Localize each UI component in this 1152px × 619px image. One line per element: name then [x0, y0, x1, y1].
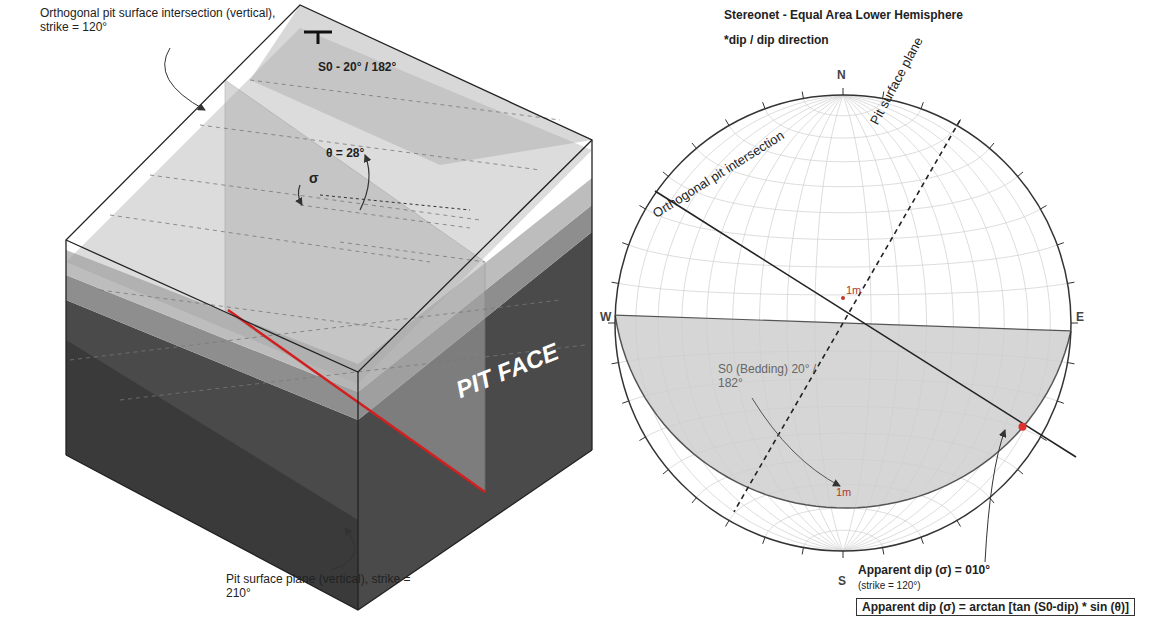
tick-mark [692, 143, 696, 148]
label: Orthogonal pit surface intersection (ver… [40, 6, 280, 35]
tick-mark [1068, 282, 1075, 283]
tick-mark [1040, 206, 1046, 210]
label: S [838, 574, 846, 588]
tick-mark [663, 470, 668, 474]
tick-mark [612, 363, 619, 364]
tick-mark [1018, 470, 1023, 474]
tick-mark [612, 282, 619, 283]
net-grid-line [668, 433, 1017, 469]
net-grid-line [629, 245, 1057, 267]
tick-mark [639, 206, 645, 210]
label: *dip / dip direction [724, 33, 829, 47]
net-grid-line [646, 209, 1041, 240]
net-grid-line [729, 484, 957, 520]
net-grid-line [619, 283, 1068, 295]
tick-mark [663, 172, 668, 176]
tick-mark [639, 437, 645, 441]
label: E [1076, 310, 1084, 324]
net-grid-line [629, 379, 1057, 401]
tick-mark [921, 102, 923, 109]
tick-mark [843, 88, 844, 95]
net-grid-line [646, 407, 1041, 438]
tick-mark [1018, 172, 1023, 176]
formula-box: Apparent dip (σ) = arctan [tan (S0-dip) … [856, 598, 1135, 616]
tick-mark [622, 243, 629, 245]
label: Apparent dip (σ) = 010° [858, 563, 990, 577]
label: W [600, 310, 611, 324]
tick-mark [802, 548, 803, 555]
tick-mark [843, 551, 844, 558]
tick-mark [1068, 363, 1075, 364]
tick-mark [921, 537, 923, 544]
tick-mark [802, 92, 803, 99]
tick-mark [1057, 243, 1064, 245]
label: S0 - 20° / 182° [318, 60, 396, 74]
label: S0 (Bedding) 20° / 182° [718, 362, 828, 391]
net-grid-line [765, 109, 921, 138]
label: N [837, 68, 846, 82]
label: Pit surface plane [867, 34, 926, 127]
net-grid-line [619, 351, 1068, 363]
tick-mark [990, 143, 994, 148]
label: 1m [846, 284, 861, 297]
label: θ = 28° [326, 146, 364, 160]
tick-mark [622, 401, 629, 403]
tick-mark [1057, 401, 1064, 403]
net-grid-line [682, 95, 843, 551]
net-grid-line [843, 95, 1050, 551]
net-grid-line [803, 530, 882, 547]
tick-mark [726, 520, 730, 526]
tick-mark [763, 537, 765, 544]
net-grid-line [765, 508, 921, 537]
chart-title: Stereonet - Equal Area Lower Hemisphere [724, 8, 963, 22]
stereonet [608, 88, 1078, 562]
formula-text: Apparent dip (σ) = arctan [tan (S0-dip) … [862, 600, 1129, 614]
tick-mark [726, 119, 730, 125]
tick-mark [883, 548, 884, 555]
strike-dip-symbol [304, 32, 332, 44]
net-grid-line [843, 95, 1004, 551]
label: 1m [836, 486, 851, 499]
tick-mark [957, 520, 961, 526]
label: σ [309, 170, 319, 187]
tick-mark [763, 102, 765, 109]
block-diagram [66, 5, 592, 610]
label: Pit surface plane (vertical), strike = 2… [226, 572, 426, 601]
tick-mark [692, 498, 696, 503]
label: (strike = 120°) [858, 580, 921, 592]
